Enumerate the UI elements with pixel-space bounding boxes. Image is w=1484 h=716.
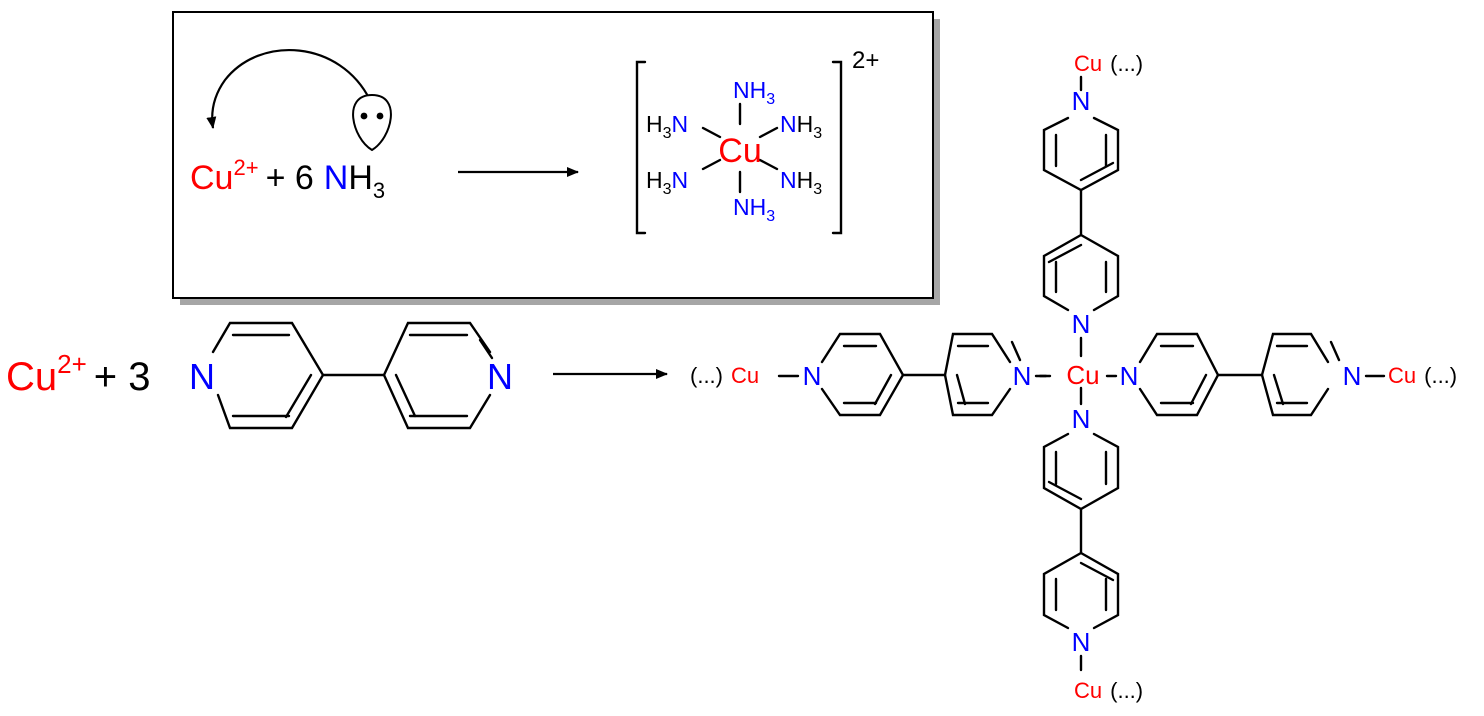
bond	[1042, 551, 1083, 630]
bracket-icon	[831, 60, 843, 235]
n-atom: N	[189, 356, 215, 397]
network-center-cu: Cu	[1066, 360, 1099, 390]
bond	[943, 332, 1012, 417]
bond	[1272, 373, 1285, 406]
bipyridine-molecule: N N	[189, 321, 513, 430]
inset-ammonia-n: N	[324, 159, 349, 197]
bond	[758, 158, 779, 171]
network-right-cu: Cu(...)	[1388, 363, 1457, 388]
inset-frame	[172, 11, 934, 299]
network-left-cu: (...)Cu	[690, 363, 759, 388]
ligand-top: NH3	[733, 77, 775, 108]
bond	[478, 338, 494, 360]
bond	[1079, 233, 1120, 312]
inset-reactant-equation: Cu2+ + 6 NH3	[190, 155, 385, 203]
ligand-upper-left: H3N	[646, 111, 688, 142]
bond	[955, 373, 967, 406]
network-bottom-cu: Cu(...)	[1074, 678, 1143, 703]
lone-pair-lobe-icon	[352, 93, 392, 152]
n-atom: N	[1072, 309, 1091, 339]
inset-cu-symbol: Cu	[190, 159, 233, 197]
bond	[1047, 480, 1083, 501]
bond	[1329, 340, 1341, 362]
ligand-bottom: NH3	[733, 194, 775, 225]
n-atom: N	[1072, 86, 1091, 116]
ligand-lower-right: NH3	[780, 167, 822, 198]
bond	[1079, 161, 1115, 182]
bond	[1079, 561, 1115, 582]
n-atom: N	[487, 356, 513, 397]
curved-arrow-icon	[206, 49, 371, 129]
bond	[758, 126, 779, 139]
n-atom: N	[1120, 361, 1139, 391]
bond	[701, 158, 722, 171]
n-atom: N	[803, 361, 822, 391]
bond	[1042, 233, 1083, 312]
ligand-upper-right: NH3	[780, 111, 822, 142]
ligand-lower-left: H3N	[646, 167, 688, 198]
complex-charge: 2+	[852, 47, 879, 74]
electron-dot	[360, 112, 368, 120]
inset-plus-coef: + 6	[266, 159, 314, 197]
bond	[211, 321, 325, 430]
bond	[382, 321, 492, 430]
bond	[873, 373, 893, 406]
bond	[701, 126, 722, 139]
bracket-icon	[635, 60, 647, 235]
bond	[1010, 340, 1022, 362]
bond	[1047, 243, 1083, 264]
bond	[1189, 373, 1208, 406]
inset-ammonia-h: H	[348, 159, 373, 197]
electron-dot	[376, 112, 384, 120]
bond	[1260, 332, 1330, 417]
inset-cu-charge: 2+	[233, 155, 258, 180]
inset-ammonia-sub: 3	[373, 178, 385, 203]
network-top-cu: Cu(...)	[1074, 51, 1143, 76]
bond	[394, 373, 417, 418]
n-atom: N	[1072, 627, 1091, 657]
bond	[1079, 551, 1120, 630]
reactant-cu: Cu2++ 3	[6, 349, 151, 399]
n-atom: N	[1072, 404, 1091, 434]
n-atom: N	[1343, 361, 1362, 391]
bond	[284, 373, 313, 419]
n-atom: N	[1013, 361, 1032, 391]
complex-center: Cu	[718, 132, 761, 170]
coordination-network: Cu Cu(...) N N N N Cu(...)	[690, 51, 1457, 703]
